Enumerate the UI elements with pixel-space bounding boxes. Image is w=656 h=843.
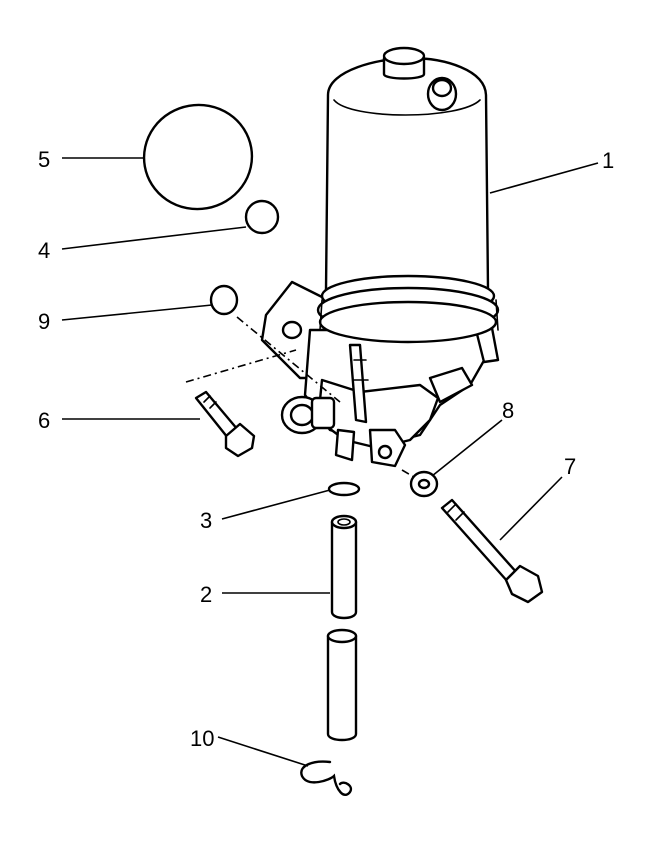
label-part-5: 5 <box>38 147 50 172</box>
long-bolt-part <box>440 498 544 604</box>
label-part-8: 8 <box>502 398 514 423</box>
label-part-6: 6 <box>38 408 50 433</box>
filter-canister-part <box>316 46 500 344</box>
leader-lines <box>61 157 599 767</box>
label-part-2: 2 <box>200 582 212 607</box>
small-seal-ring-part <box>209 284 239 316</box>
tube-lower-part <box>326 628 358 742</box>
label-part-1: 1 <box>602 148 614 173</box>
washer-part <box>409 470 439 498</box>
spring-clip-part <box>300 760 353 797</box>
label-part-4: 4 <box>38 238 50 263</box>
small-seal-part <box>327 481 361 497</box>
label-part-10: 10 <box>190 726 214 751</box>
small-o-ring-part <box>244 199 280 235</box>
tube-upper-part <box>330 514 358 620</box>
label-part-9: 9 <box>38 309 50 334</box>
label-part-7: 7 <box>564 454 576 479</box>
part-labels: 5 4 9 6 3 2 10 1 8 7 <box>38 147 614 751</box>
short-bolt-part <box>194 390 256 458</box>
large-o-ring-part <box>142 103 254 211</box>
label-part-3: 3 <box>200 508 212 533</box>
